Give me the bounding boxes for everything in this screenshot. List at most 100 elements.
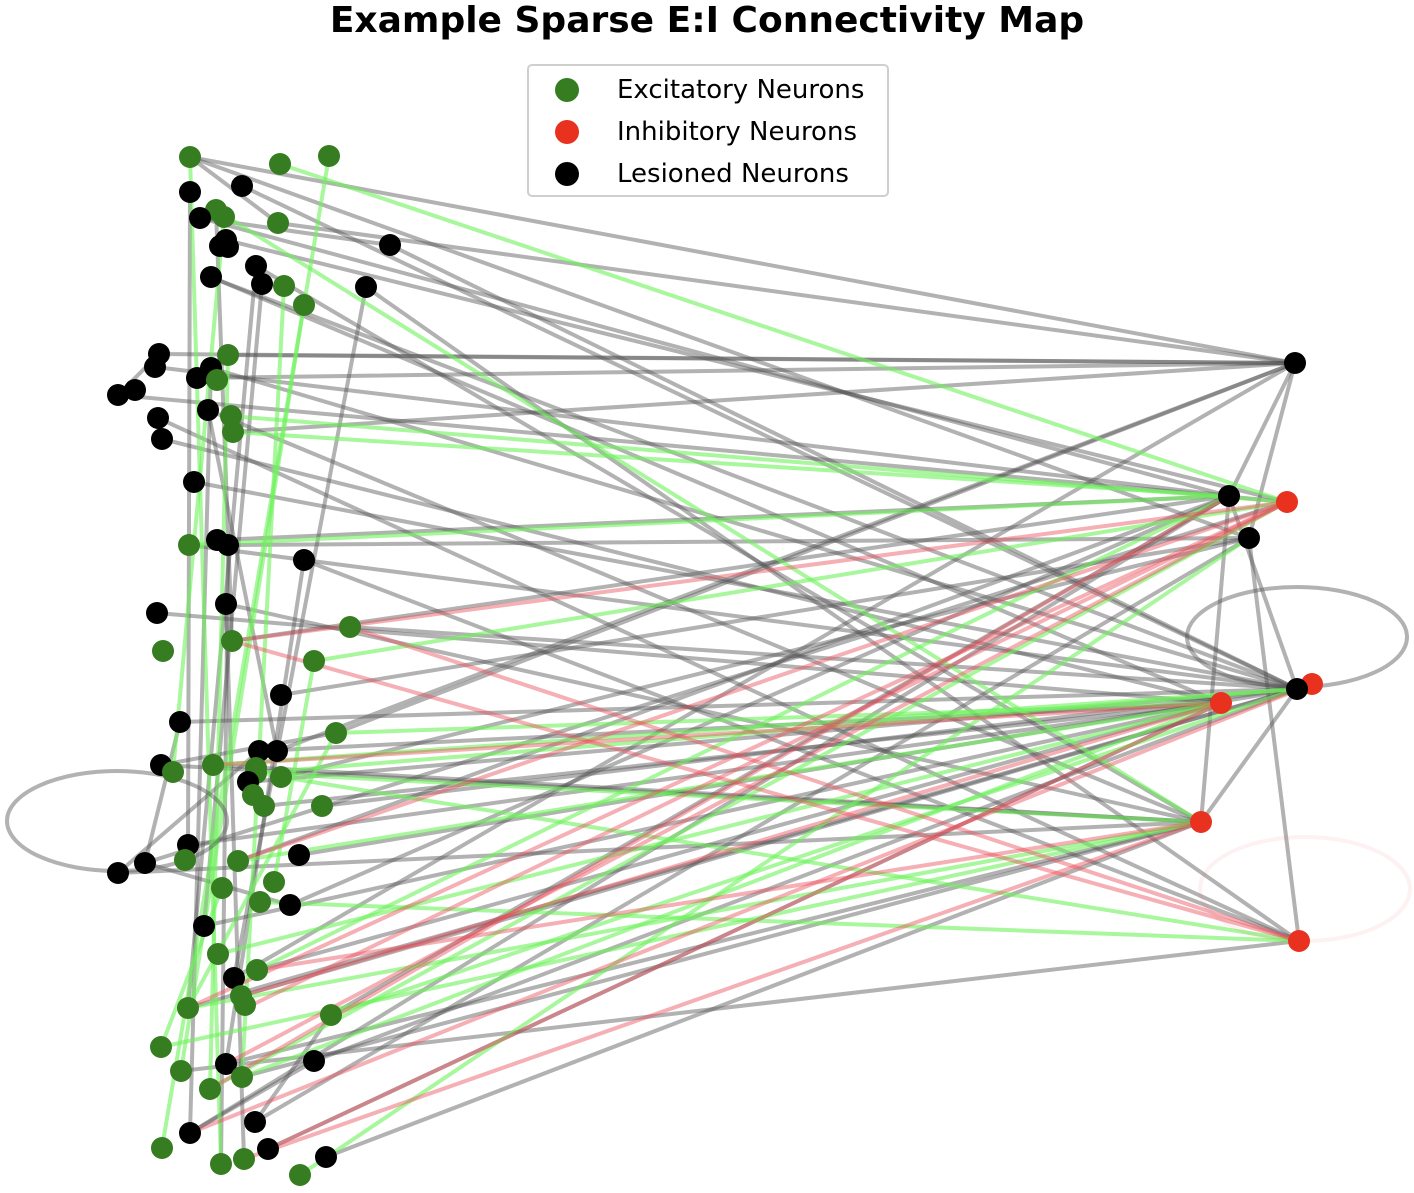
lesioned-neuron-node: [257, 1138, 279, 1160]
excitatory-neuron-node: [270, 766, 292, 788]
connection-edge: [208, 353, 230, 1091]
lesioned-neuron-node: [183, 471, 205, 493]
lesioned-neuron-node: [270, 684, 292, 706]
connection-edge: [279, 536, 1251, 779]
lesioned-neuron-node: [147, 407, 169, 429]
excitatory-neuron-node: [222, 421, 244, 443]
connection-edge: [206, 408, 279, 753]
legend-label-excitatory: Excitatory Neurons: [617, 75, 865, 105]
excitatory-neuron-node: [325, 722, 347, 744]
lesioned-neuron-node: [1284, 352, 1306, 374]
excitatory-neuron-node: [263, 871, 285, 893]
connection-edge: [253, 1013, 333, 1124]
connection-edge: [159, 886, 224, 1049]
connection-edge: [253, 536, 1251, 1124]
excitatory-neuron-node: [178, 534, 200, 556]
excitatory-neuron-node: [318, 145, 340, 167]
connection-edge: [216, 701, 1223, 956]
legend-item-lesioned: Lesioned Neurons: [529, 153, 887, 195]
connection-edge: [240, 701, 1223, 1079]
connection-edge: [186, 687, 1299, 1010]
lesioned-neuron-node: [315, 1146, 337, 1168]
connection-edge: [208, 275, 1299, 691]
excitatory-neuron-node: [320, 1004, 342, 1026]
connection-edge: [232, 285, 368, 980]
lesioned-neuron-node: [193, 915, 215, 937]
excitatory-neuron-node: [273, 275, 295, 297]
lesioned-neuron-node: [1286, 678, 1308, 700]
connection-edge: [198, 216, 1231, 498]
connection-edge: [236, 494, 1231, 863]
lesioned-neuron-node: [169, 711, 191, 733]
excitatory-neuron-node: [179, 146, 201, 168]
connection-edge: [262, 701, 1223, 808]
connection-edge: [255, 820, 1203, 972]
legend-item-excitatory: Excitatory Neurons: [529, 69, 887, 111]
lesioned-neuron-node: [266, 740, 288, 762]
connection-edge: [224, 820, 1203, 1066]
connection-edge: [188, 155, 1251, 540]
connection-edge: [188, 682, 1314, 1135]
connection-edge: [195, 361, 1297, 380]
lesioned-neuron-node: [179, 181, 201, 203]
connection-edge: [206, 408, 1203, 824]
inhibitory-neuron-node: [1276, 491, 1298, 513]
inhibitory-neuron-node: [1210, 692, 1232, 714]
lesioned-neuron-node: [251, 273, 273, 295]
excitatory-neuron-node: [151, 1137, 173, 1159]
node-layer: [107, 145, 1323, 1186]
lesioned-neuron-node: [197, 399, 219, 421]
excitatory-neuron-node: [217, 344, 239, 366]
excitatory-neuron-node: [206, 369, 228, 391]
lesioned-neuron-node: [279, 894, 301, 916]
connection-edge: [208, 500, 1289, 1091]
connection-edge: [178, 687, 1299, 724]
connection-edge: [209, 275, 1223, 705]
inhibitory-marker-icon: [555, 120, 579, 144]
excitatory-neuron-node: [213, 206, 235, 228]
excitatory-neuron-node: [249, 891, 271, 913]
connection-edge: [171, 215, 226, 774]
connection-edge: [187, 494, 1231, 547]
excitatory-neuron-node: [269, 153, 291, 175]
excitatory-neuron-node: [303, 650, 325, 672]
excitatory-neuron-node: [150, 1036, 172, 1058]
connection-edge: [156, 416, 1301, 943]
connection-edge: [209, 366, 1299, 691]
connection-edge: [312, 500, 1289, 663]
connection-edge: [255, 701, 1223, 972]
connection-edge: [1199, 494, 1231, 824]
connection-edge: [348, 625, 1301, 943]
excitatory-neuron-node: [162, 761, 184, 783]
connection-edge: [188, 1059, 316, 1135]
excitatory-neuron-node: [210, 1153, 232, 1175]
connection-edge: [188, 155, 223, 1166]
lesioned-neuron-node: [186, 367, 208, 389]
connection-edge: [254, 687, 1299, 775]
connection-edge: [232, 361, 1297, 980]
excitatory-neuron-node: [267, 212, 289, 234]
connection-edge: [1247, 536, 1301, 943]
legend-label-lesioned: Lesioned Neurons: [617, 159, 849, 189]
lesioned-neuron-node: [1238, 527, 1260, 549]
lesioned-neuron-node: [215, 1053, 237, 1075]
excitatory-neuron-node: [253, 795, 275, 817]
legend: Excitatory Neurons Inhibitory Neurons Le…: [527, 64, 889, 197]
connection-edge: [236, 500, 1289, 863]
connection-edge: [329, 494, 1231, 1017]
lesioned-neuron-node: [179, 1122, 201, 1144]
connection-edge: [214, 208, 1203, 824]
connection-edge: [288, 494, 1231, 907]
self-loop-edge: [1198, 835, 1412, 943]
connection-edge: [211, 701, 1223, 767]
connection-edge: [224, 500, 1289, 1066]
lesioned-neuron-node: [231, 175, 253, 197]
connection-edge: [153, 365, 1231, 498]
lesioned-neuron-node: [379, 234, 401, 256]
lesioned-neuron-node: [144, 356, 166, 378]
lesioned-neuron-node: [215, 593, 237, 615]
excitatory-neuron-node: [339, 616, 361, 638]
connection-edge: [1227, 361, 1297, 498]
lesioned-neuron-node: [217, 534, 239, 556]
